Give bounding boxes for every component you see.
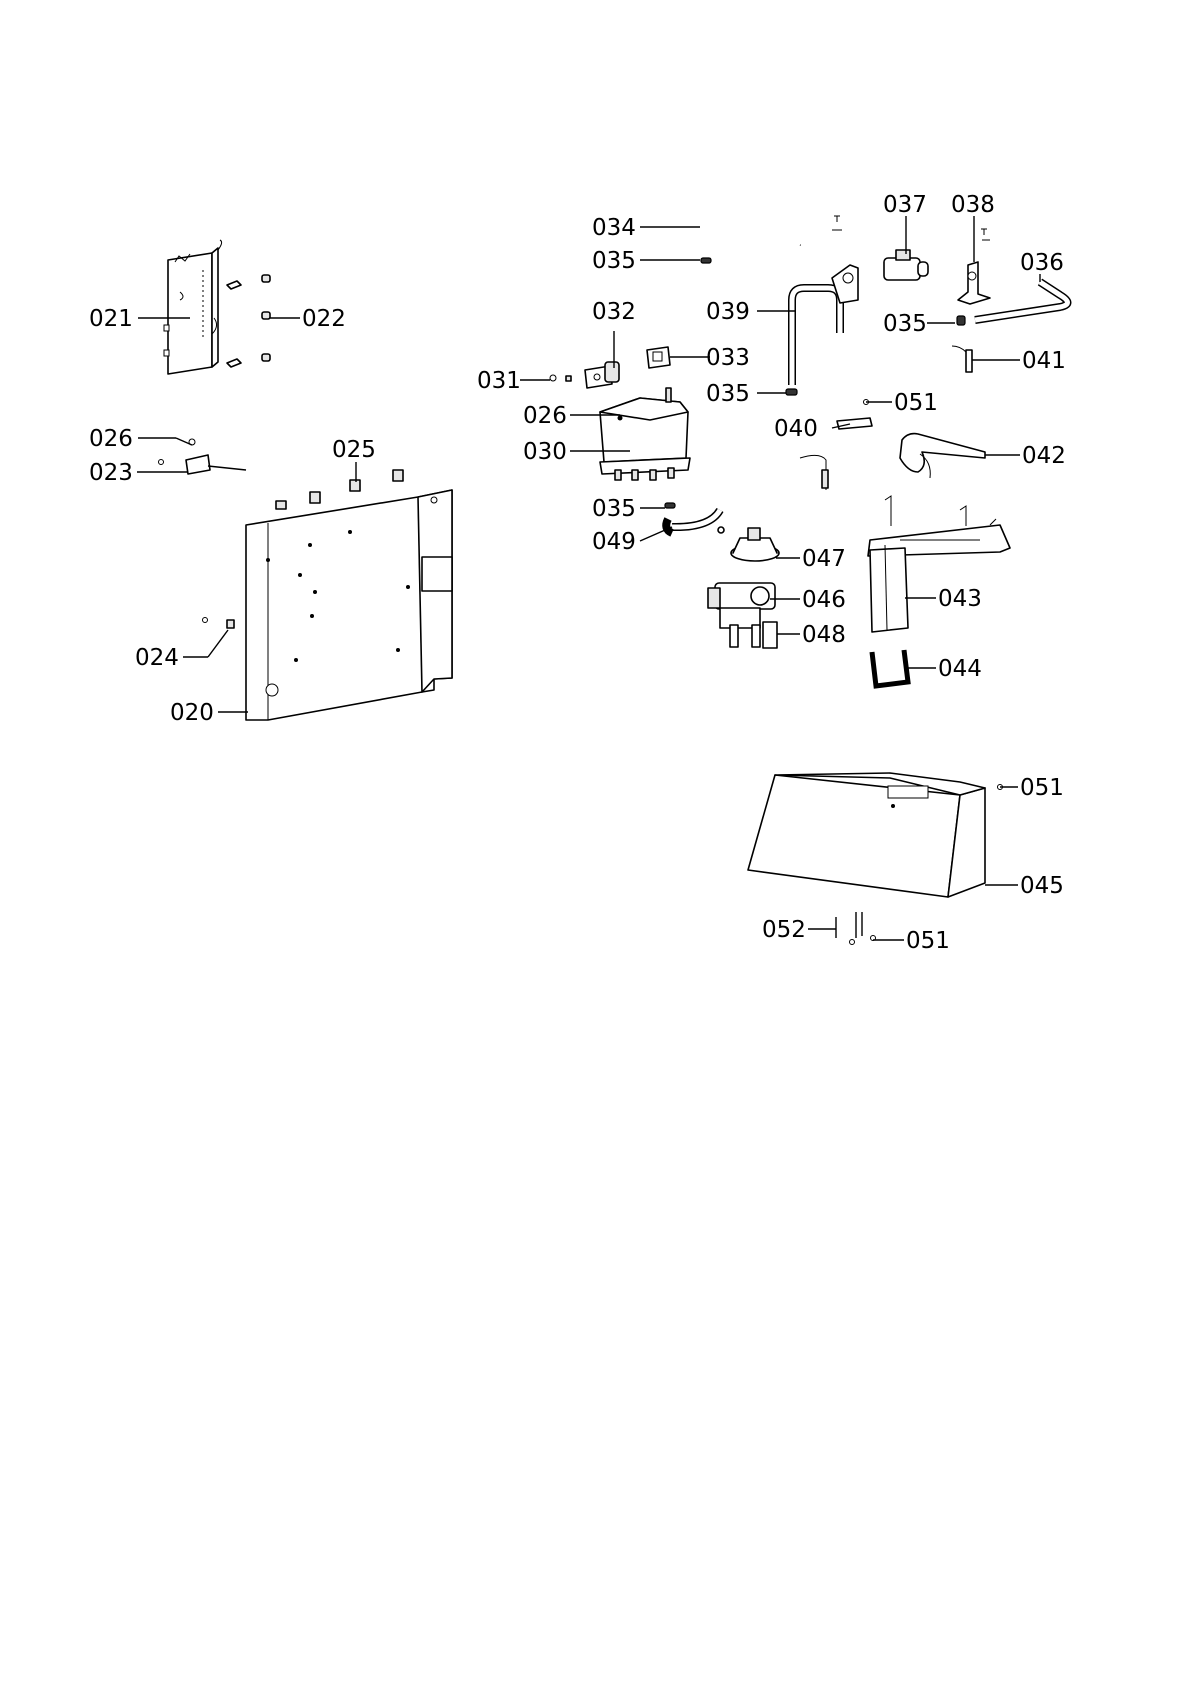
part-035-clamps: [664, 257, 966, 509]
part-051-052-screws: [835, 784, 1003, 945]
part-047-pressure-switch: [730, 527, 780, 562]
label-034: 034: [592, 215, 636, 241]
label-022: 022: [302, 306, 346, 332]
label-051: 051: [1020, 775, 1064, 801]
label-042: 042: [1022, 443, 1066, 469]
label-031: 031: [477, 368, 521, 394]
label-030: 030: [523, 439, 567, 465]
label-044: 044: [938, 656, 982, 682]
label-035: 035: [706, 381, 750, 407]
label-035: 035: [883, 311, 927, 337]
label-023: 023: [89, 460, 133, 486]
label-038: 038: [951, 192, 995, 218]
part-045-casing: [747, 772, 986, 898]
part-037-valve: [883, 249, 929, 281]
label-040: 040: [774, 416, 818, 442]
part-038-bracket: [957, 228, 991, 305]
label-025: 025: [332, 437, 376, 463]
label-021: 021: [89, 306, 133, 332]
part-022-clips: [226, 274, 271, 368]
part-labels: 021 022 026 023 025 024 020 034 035 032 …: [89, 192, 1066, 954]
part-046-pump: [707, 582, 776, 629]
label-035: 035: [592, 248, 636, 274]
label-020: 020: [170, 700, 214, 726]
label-026: 026: [523, 403, 567, 429]
label-052: 052: [762, 917, 806, 943]
part-bracket-037: [831, 215, 859, 304]
part-025-clips: [275, 469, 404, 510]
label-047: 047: [802, 546, 846, 572]
part-034-hose: [705, 217, 801, 259]
part-042-lever: [899, 432, 986, 479]
part-039-hose: [788, 284, 844, 385]
part-048-pump-legs: [729, 621, 778, 649]
label-048: 048: [802, 622, 846, 648]
label-051: 051: [894, 390, 938, 416]
label-045: 045: [1020, 873, 1064, 899]
part-044-seal: [869, 649, 911, 689]
label-035: 035: [592, 496, 636, 522]
part-032-valve: [584, 361, 620, 389]
label-026: 026: [89, 426, 133, 452]
part-030-tank: [599, 387, 691, 481]
label-049: 049: [592, 529, 636, 555]
part-033-plate: [646, 346, 671, 369]
part-020-panel: [245, 489, 453, 721]
label-024: 024: [135, 645, 179, 671]
part-031-screws: [549, 374, 572, 382]
part-049-hose: [662, 507, 725, 537]
part-036-hose: [974, 278, 1072, 324]
label-043: 043: [938, 586, 982, 612]
label-046: 046: [802, 587, 846, 613]
part-021-control-board: [163, 239, 223, 375]
leader-lines: [137, 216, 1041, 941]
label-033: 033: [706, 345, 750, 371]
part-023-sensor: [158, 438, 247, 475]
label-041: 041: [1022, 348, 1066, 374]
label-032: 032: [592, 299, 636, 325]
label-039: 039: [706, 299, 750, 325]
part-041-sensor: [951, 345, 973, 373]
label-036: 036: [1020, 250, 1064, 276]
label-051: 051: [906, 928, 950, 954]
part-043-dispenser: [867, 495, 1011, 633]
label-037: 037: [883, 192, 927, 218]
part-024-screw: [202, 617, 235, 629]
